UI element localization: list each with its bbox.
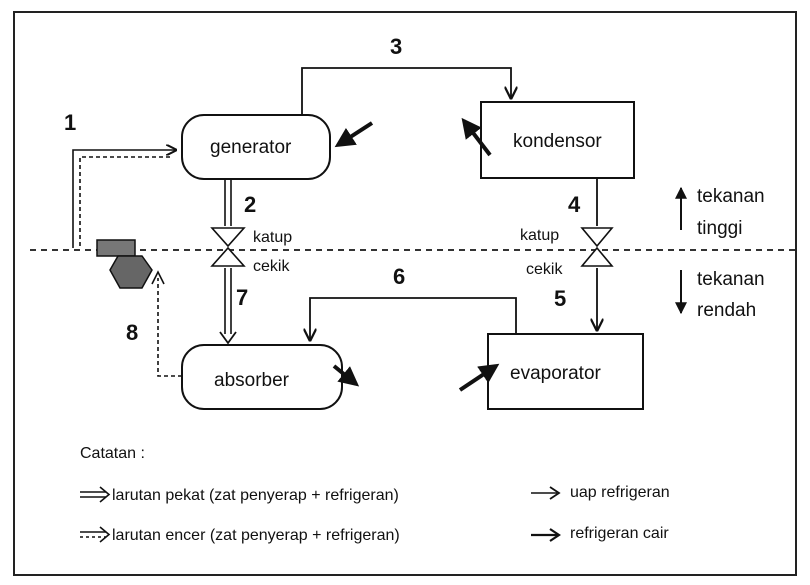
kondensor-box — [480, 101, 635, 179]
legend-refrigerant-vapor-label: uap refrigeran — [570, 484, 670, 501]
flow-line-1-solid — [72, 150, 176, 248]
pump-icon — [96, 239, 153, 289]
absorber-label: absorber — [214, 370, 290, 391]
evaporator-label: evaporator — [510, 363, 602, 384]
valve-right-label-1: katup — [520, 227, 559, 244]
flow-number-5: 5 — [554, 286, 566, 311]
flow-number-2: 2 — [244, 192, 256, 217]
generator-box — [181, 114, 331, 180]
notes-title: Catatan : — [80, 445, 145, 462]
valve-left-label-1: katup — [253, 229, 292, 246]
valve-left-label-2: cekik — [253, 258, 290, 275]
flow-number-7: 7 — [236, 285, 248, 310]
heat-in-generator-arrow — [334, 121, 374, 148]
flow-line-8-dashed — [157, 278, 182, 377]
flow-line-7-head — [219, 331, 237, 345]
legend-strong-solution-icon — [80, 486, 111, 503]
generator-label: generator — [210, 137, 292, 158]
valve-right-icon — [580, 227, 614, 267]
pressure-low-label-1: tekanan — [697, 269, 765, 290]
pressure-high-label-1: tekanan — [697, 186, 765, 207]
kondensor-label: kondensor — [513, 131, 602, 152]
flow-number-8: 8 — [126, 320, 138, 345]
legend-refrigerant-vapor-icon — [531, 486, 561, 500]
flow-line-3 — [301, 67, 511, 115]
valve-left-icon — [210, 227, 246, 267]
evaporator-box — [487, 333, 644, 410]
flow-line-6 — [310, 297, 517, 340]
flow-line-1-dashed — [79, 156, 170, 246]
flow-number-6: 6 — [393, 264, 405, 289]
heat-out-absorber-arrow — [332, 364, 360, 387]
heat-out-kondensor-arrow — [461, 117, 492, 157]
legend-liquid-refrigerant-label: refrigeran cair — [570, 525, 669, 542]
pressure-high-label-2: tinggi — [697, 218, 742, 239]
flow-number-4: 4 — [568, 192, 581, 217]
legend-liquid-refrigerant-icon — [531, 528, 561, 542]
flow-number-3: 3 — [390, 34, 402, 59]
flow-line-8-head — [151, 270, 165, 285]
pressure-low-label-2: rendah — [697, 300, 756, 321]
outer-frame — [13, 11, 797, 576]
valve-right-label-2: cekik — [526, 261, 563, 278]
legend-strong-solution-label: larutan pekat (zat penyerap + refrigeran… — [112, 487, 399, 504]
legend-weak-solution-label: larutan encer (zat penyerap + refrigeran… — [112, 527, 400, 544]
heat-in-evaporator-arrow — [458, 363, 500, 392]
flow-number-1: 1 — [64, 110, 76, 135]
legend-weak-solution-icon — [80, 526, 111, 543]
